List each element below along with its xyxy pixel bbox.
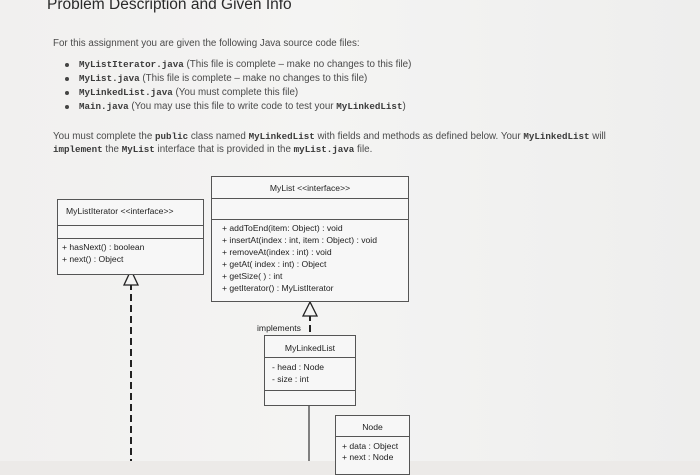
uml-connectors: [122, 268, 319, 461]
paragraph-line: implement the MyList interface that is p…: [53, 144, 373, 155]
list-item: MyLinkedList.java (You must complete thi…: [65, 86, 411, 100]
class-name: MyListIterator <<interface>>: [66, 206, 174, 216]
file-note: (You may use this file to write code to …: [131, 101, 337, 112]
mylist-class-box: MyList <<interface>> + addToEnd(item: Ob…: [211, 176, 409, 302]
instructions-paragraph: You must complete the public class named…: [53, 130, 663, 156]
attribute: + data : Object: [342, 441, 399, 451]
method: + getAt( index : int) : Object: [222, 259, 327, 269]
implements-arrowhead: [301, 300, 319, 317]
attributes-compartment: [212, 198, 408, 219]
iterator-arrowhead: [122, 268, 140, 286]
attribute: + next : Node: [342, 452, 394, 462]
method: + getSize( ) : int: [222, 271, 283, 281]
file-note: (You must complete this file): [175, 87, 299, 98]
paragraph-line: You must complete the public class named…: [53, 131, 606, 142]
methods-compartment: [265, 390, 355, 405]
file-note: (This file is complete – make no changes…: [142, 73, 368, 84]
attributes-compartment: [58, 225, 203, 238]
list-item: MyListIterator.java (This file is comple…: [65, 58, 411, 72]
file-name: MyLinkedList.java: [79, 87, 173, 98]
class-name: MyLinkedList: [284, 343, 336, 353]
methods-compartment: + addToEnd(item: Object) : void + insert…: [212, 219, 408, 301]
class-name: MyList <<interface>>: [269, 183, 351, 193]
inline-code: MyLinkedList: [336, 101, 403, 112]
method: + addToEnd(item: Object) : void: [222, 223, 343, 233]
method: + hasNext() : boolean: [62, 242, 145, 252]
method: + removeAt(index : int) : void: [222, 247, 332, 257]
method: + insertAt(index : int, item : Object) :…: [222, 235, 377, 245]
methods-compartment: + hasNext() : boolean + next() : Object: [58, 238, 203, 274]
section-heading: Problem Description and Given Info: [47, 0, 292, 13]
method: + getIterator() : MyListIterator: [222, 283, 334, 293]
class-name: Node: [362, 422, 383, 432]
file-name: MyList.java: [79, 73, 140, 84]
mylinkedlist-class-box: MyLinkedList - head : Node - size : int: [264, 335, 356, 406]
attribute: - size : int: [272, 374, 309, 384]
method: + next() : Object: [62, 254, 124, 264]
attributes-compartment: + data : Object + next : Node: [336, 436, 409, 474]
intro-text: For this assignment you are given the fo…: [53, 38, 360, 49]
file-note: (This file is complete – make no changes…: [186, 59, 412, 70]
node-class-box: Node + data : Object + next : Node: [335, 415, 410, 475]
attributes-compartment: - head : Node - size : int: [265, 357, 355, 390]
file-list: MyListIterator.java (This file is comple…: [65, 58, 411, 114]
list-item: Main.java (You may use this file to writ…: [65, 100, 411, 114]
list-item: MyList.java (This file is complete – mak…: [65, 72, 411, 86]
mylistiterator-class-box: MyListIterator <<interface>> + hasNext()…: [57, 199, 204, 275]
file-note: ): [402, 101, 406, 112]
file-name: Main.java: [79, 101, 129, 112]
file-name: MyListIterator.java: [79, 59, 184, 70]
attribute: - head : Node: [272, 362, 325, 372]
implements-label: implements: [257, 323, 301, 333]
